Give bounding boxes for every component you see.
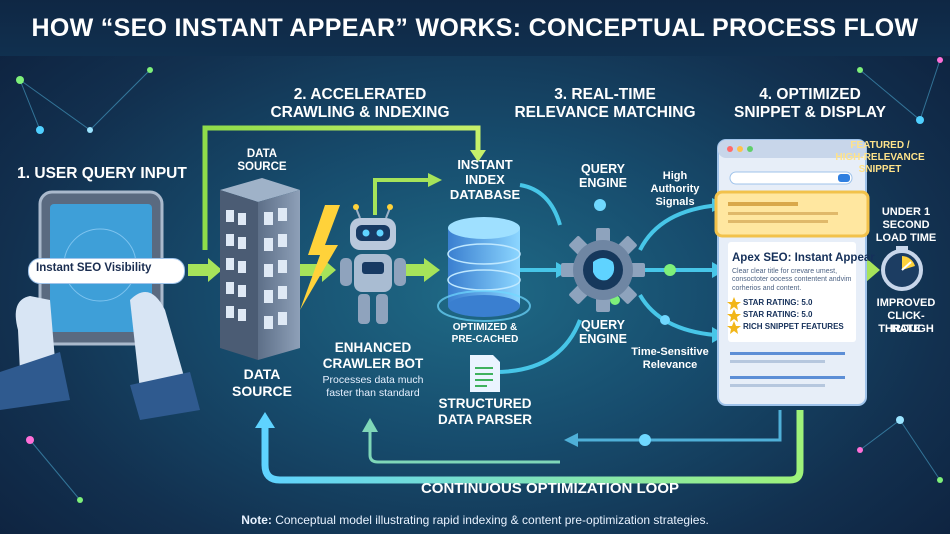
ctr-line1: IMPROVED — [876, 297, 936, 309]
star-icons — [727, 297, 741, 334]
crawler-desc-line1: Processes data much — [322, 374, 424, 386]
signal-high-line2: Authority — [650, 183, 700, 195]
ctr-line2: CLICK-THROUGH — [878, 310, 934, 335]
title-bar — [0, 0, 950, 56]
engine-arrows — [494, 183, 721, 374]
browser-window — [714, 139, 870, 406]
rich-snippet-label: RICH SNIPPET FEATURES — [743, 322, 844, 331]
index-db-line2: INDEX — [465, 172, 505, 187]
document-icon — [470, 355, 500, 392]
stopwatch-icon — [881, 246, 923, 291]
step-2-label-line1: 2. ACCELERATED — [293, 86, 427, 103]
step-4-label-line2: SNIPPET & DISPLAY — [734, 104, 886, 121]
server-tower — [220, 178, 300, 360]
loop-label: CONTINUOUS OPTIMIZATION LOOP — [420, 480, 680, 497]
flow-arrows — [188, 173, 442, 282]
index-db-line1: INSTANT — [457, 157, 513, 172]
cache-line2: PRE-CACHED — [451, 334, 519, 345]
index-database — [437, 217, 531, 322]
lightning-icon — [300, 205, 340, 310]
network-nodes — [16, 57, 943, 503]
parser-line2: DATA PARSER — [438, 412, 532, 427]
cache-line1: OPTIMIZED & — [452, 322, 518, 333]
network-lines — [19, 59, 941, 501]
query-engine-top-line1: QUERY — [581, 162, 625, 176]
top-route-arrow — [202, 125, 481, 250]
load-time-line2: SECOND — [882, 219, 930, 231]
featured-line1: FEATURED / — [850, 140, 910, 151]
crawler-label-line1: ENHANCED — [334, 340, 412, 355]
footer-note: Note: Conceptual model illustrating rapi… — [0, 513, 950, 527]
gear-icon — [561, 228, 645, 312]
search-box[interactable] — [28, 258, 185, 284]
load-time-line3: LOAD TIME — [875, 232, 937, 244]
step-3-label-line2: RELEVANCE MATCHING — [514, 104, 696, 121]
step-1-label: 1. USER QUERY INPUT — [17, 165, 187, 182]
featured-line3: SNIPPET — [858, 164, 902, 175]
search-query-text: Instant SEO Visibility — [36, 262, 152, 274]
rating-1: STAR RATING: 5.0 — [743, 298, 813, 307]
query-engine-bottom-line2: ENGINE — [579, 332, 627, 346]
data-source-top-line1: DATA — [246, 148, 278, 160]
data-source-bottom-line2: SOURCE — [232, 383, 292, 399]
result-description: Clear clear title for crevare umest, con… — [732, 268, 852, 292]
note-text: Conceptual model illustrating rapid inde… — [271, 513, 709, 527]
signal-high-line1: High — [662, 170, 688, 182]
crawler-label-line2: CRAWLER BOT — [322, 356, 424, 371]
step-4-label-line1: 4. OPTIMIZED — [759, 86, 861, 103]
note-bold: Note: — [241, 513, 272, 527]
crawler-robot — [340, 204, 406, 324]
tablet-illustration — [0, 190, 200, 420]
crawler-desc-line2: faster than standard — [326, 387, 420, 399]
ctr-line3: RATE — [891, 323, 921, 335]
signal-time-line2: Relevance — [642, 359, 698, 371]
loop-arrow — [261, 410, 804, 484]
data-source-bottom-line1: DATA — [243, 366, 281, 382]
page-title: HOW “SEO INSTANT APPEAR” WORKS: CONCEPTU… — [31, 14, 919, 42]
load-time-line1: UNDER 1 — [881, 206, 931, 218]
data-source-top-line2: SOURCE — [237, 161, 287, 173]
step-3-label-line1: 3. REAL-TIME — [554, 86, 656, 103]
index-db-line3: DATABASE — [449, 187, 521, 202]
signal-time-line1: Time-Sensitive — [631, 346, 709, 358]
parser-line1: STRUCTURED — [438, 396, 532, 411]
result-title[interactable]: Apex SEO: Instant Appear — [732, 252, 875, 264]
rating-2: STAR RATING: 5.0 — [743, 310, 813, 319]
query-engine-bottom-line1: QUERY — [581, 318, 625, 332]
featured-line2: HIGH-RELEVANCE — [835, 152, 925, 163]
query-engine-top-line2: ENGINE — [579, 176, 627, 190]
step-2-label-line2: CRAWLING & INDEXING — [270, 104, 450, 121]
signal-high-line3: Signals — [655, 196, 695, 208]
